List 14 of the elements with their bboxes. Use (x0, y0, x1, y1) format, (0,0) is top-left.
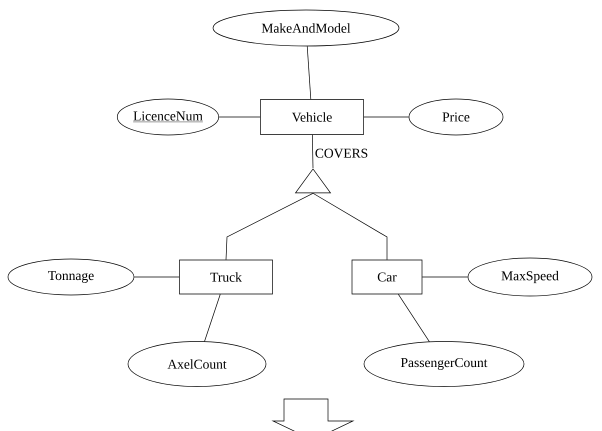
edge-label: COVERS (315, 148, 368, 158)
connector-line (364, 116, 409, 118)
connector-line (422, 276, 468, 278)
entity-box: Car (352, 260, 422, 294)
entity-box: Vehicle (260, 99, 364, 135)
entity-box: Truck (179, 260, 273, 294)
connector-line (312, 134, 314, 168)
connector-line (134, 276, 180, 278)
connector-line (398, 294, 430, 342)
connector-line (204, 294, 221, 342)
connector-line (312, 192, 388, 260)
connector-line (218, 116, 260, 118)
connector-line (226, 192, 314, 260)
connector-line (306, 46, 312, 100)
